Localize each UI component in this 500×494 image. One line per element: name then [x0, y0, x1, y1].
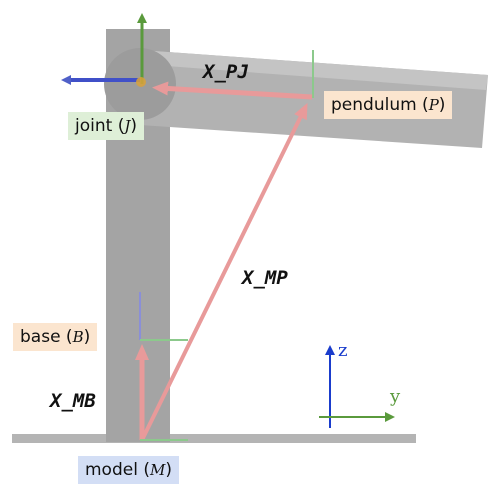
x-pj-label: X_PJ [203, 61, 249, 83]
x-mb-label: X_MB [50, 390, 96, 412]
joint-label-text: joint ( [75, 116, 125, 136]
pendulum-label: pendulum (P) [324, 91, 453, 119]
joint-label-symbol: J [124, 117, 131, 135]
pendulum-label-symbol: P [428, 96, 439, 114]
joint-center [136, 77, 146, 87]
base-label: base (B) [13, 323, 98, 351]
x-mp-label: X_MP [242, 267, 288, 289]
model-label-symbol: M [149, 461, 166, 479]
joint-label-close: ) [130, 116, 137, 136]
x-pj-arrow [152, 81, 313, 100]
base-label-text: base ( [20, 327, 73, 347]
base-label-close: ) [83, 327, 91, 347]
model-label-text: model ( [85, 460, 150, 480]
z-axis-label: z [338, 340, 348, 361]
joint-label: joint (J) [68, 112, 144, 140]
model-label: model (M) [78, 456, 179, 484]
ground-plane [12, 434, 416, 443]
y-axis-label: y [390, 386, 401, 407]
pendulum-label-text: pendulum ( [331, 95, 429, 115]
x-mp-arrow [140, 102, 308, 441]
model-label-close: ) [165, 460, 172, 480]
pendulum-label-close: ) [438, 95, 446, 115]
base-label-symbol: B [72, 328, 84, 346]
